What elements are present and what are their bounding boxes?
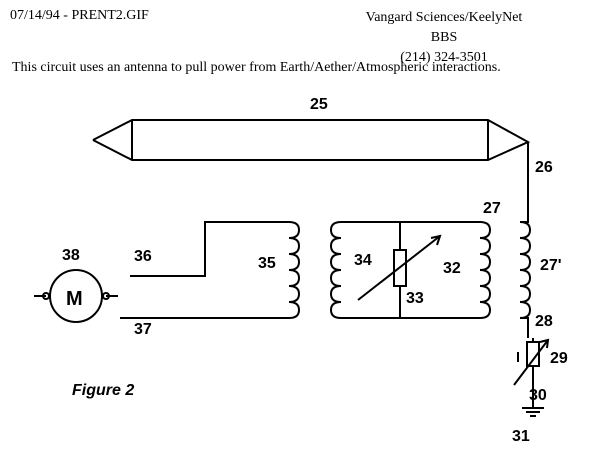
label-32: 32 xyxy=(443,260,461,277)
header-file-info: 07/14/94 - PRENT2.GIF xyxy=(10,8,149,23)
label-29: 29 xyxy=(550,350,568,367)
variable-arrow-29 xyxy=(513,339,549,386)
coil-32 xyxy=(479,221,492,319)
label-38: 38 xyxy=(62,247,80,264)
label-27-prime: 27' xyxy=(540,257,562,274)
label-35: 35 xyxy=(258,255,276,272)
motor-symbol: M xyxy=(66,288,83,310)
wire-28 xyxy=(520,317,529,338)
label-25: 25 xyxy=(310,96,328,113)
variable-arrowhead-29 xyxy=(539,338,550,349)
label-36: 36 xyxy=(134,248,152,265)
coil-27-prime xyxy=(519,221,532,319)
label-30: 30 xyxy=(529,387,547,404)
label-28: 28 xyxy=(535,313,553,330)
header-source-name: Vangard Sciences/KeelyNet BBS xyxy=(365,10,523,45)
wire-36 xyxy=(130,221,289,277)
label-33: 33 xyxy=(406,290,424,307)
wire-26 xyxy=(520,142,529,223)
label-37: 37 xyxy=(134,321,152,338)
antenna xyxy=(92,119,531,161)
motor-terminal-right xyxy=(102,292,110,300)
caption: This circuit uses an antenna to pull pow… xyxy=(12,60,501,75)
variable-arrow-33 xyxy=(357,235,441,301)
coil-34 xyxy=(329,221,342,319)
figure-label: Figure 2 xyxy=(72,382,134,399)
label-34: 34 xyxy=(354,252,372,269)
coil-35 xyxy=(288,221,301,319)
label-26: 26 xyxy=(535,159,553,176)
label-27: 27 xyxy=(483,200,501,217)
motor-terminal-left xyxy=(42,292,50,300)
label-31: 31 xyxy=(512,428,530,445)
header-phone: (214) 324-3501 xyxy=(400,50,488,65)
header-source: Vangard Sciences/KeelyNet BBS (214) 324-… xyxy=(362,8,526,68)
variable-arrowhead-33 xyxy=(430,234,442,246)
